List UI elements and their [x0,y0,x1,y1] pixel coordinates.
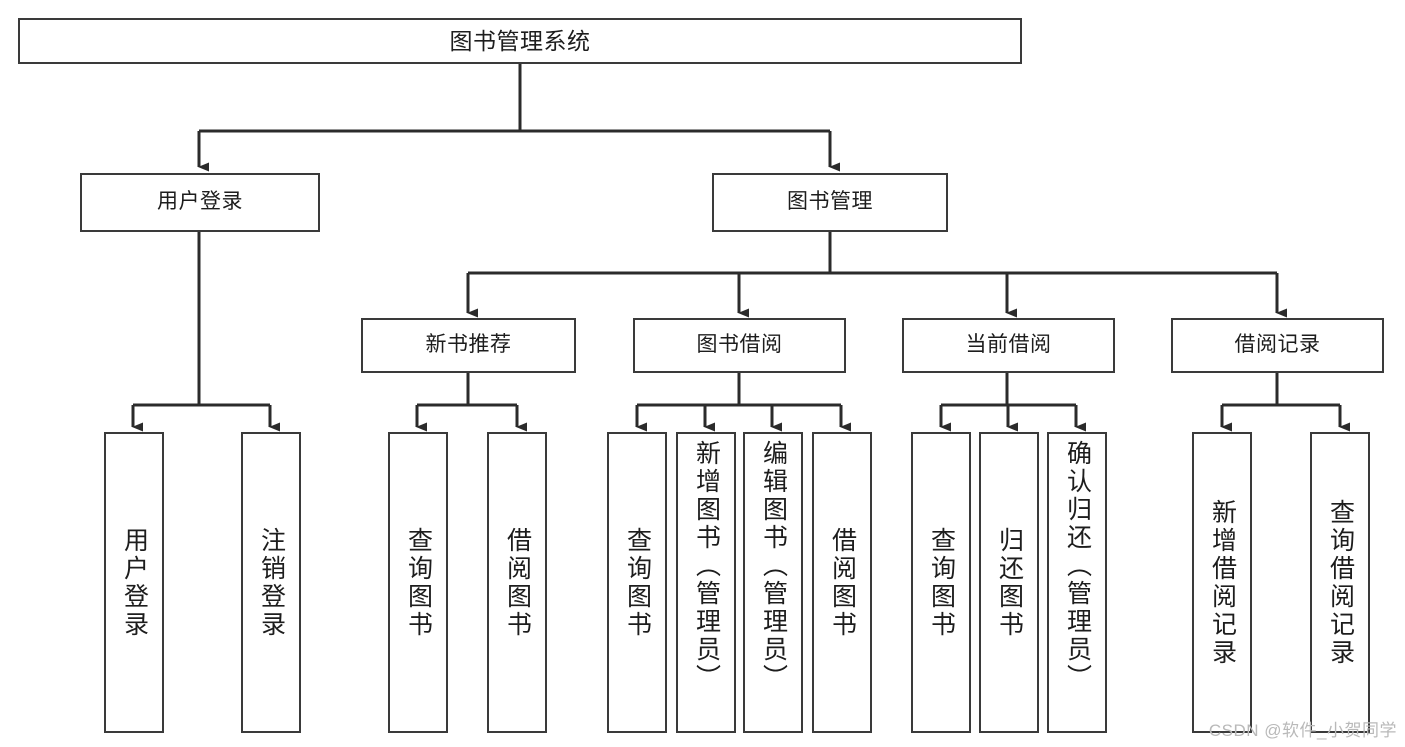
node-label: 图书管理系统 [449,27,591,54]
leaf-query-borrow-record[interactable]: 查询借阅记录 [1310,432,1370,733]
node-borrow-record[interactable]: 借阅记录 [1171,318,1384,373]
leaf-return-book[interactable]: 归还图书 [979,432,1039,733]
node-label: 查询借阅记录 [1326,498,1355,667]
leaf-add-borrow-record[interactable]: 新增借阅记录 [1192,432,1252,733]
node-label: 新增借阅记录 [1208,498,1237,667]
leaf-edit-book-admin[interactable]: 编辑图书（管理员） [743,432,803,733]
node-label: 确认归还（管理员） [1063,440,1092,692]
node-book-borrow[interactable]: 图书借阅 [633,318,846,373]
node-label: 归还图书 [995,526,1024,639]
leaf-borrow-book[interactable]: 借阅图书 [812,432,872,733]
leaf-logout[interactable]: 注销登录 [241,432,301,733]
node-label: 查询图书 [404,526,433,639]
node-label: 新增图书（管理员） [692,440,721,692]
node-root-system[interactable]: 图书管理系统 [18,18,1022,64]
node-user-login[interactable]: 用户登录 [80,173,320,232]
leaf-confirm-return-admin[interactable]: 确认归还（管理员） [1047,432,1107,733]
node-label: 查询图书 [623,526,652,639]
node-label: 用户登录 [120,526,149,639]
node-label: 查询图书 [927,526,956,639]
leaf-query-book-borrow[interactable]: 查询图书 [607,432,667,733]
node-new-book-recommend[interactable]: 新书推荐 [361,318,576,373]
node-label: 用户登录 [157,190,243,214]
leaf-add-book-admin[interactable]: 新增图书（管理员） [676,432,736,733]
node-label: 借阅图书 [503,526,532,639]
leaf-query-book-recommend[interactable]: 查询图书 [388,432,448,733]
node-current-borrow[interactable]: 当前借阅 [902,318,1115,373]
csdn-watermark: CSDN @软件_小贺同学 [1208,721,1397,740]
node-label: 借阅图书 [828,526,857,639]
node-book-management[interactable]: 图书管理 [712,173,948,232]
leaf-user-login[interactable]: 用户登录 [104,432,164,733]
node-label: 注销登录 [257,526,286,639]
node-label: 图书管理 [787,190,873,214]
node-label: 编辑图书（管理员） [759,440,788,692]
node-label: 借阅记录 [1234,333,1321,357]
leaf-query-book-current[interactable]: 查询图书 [911,432,971,733]
node-label: 当前借阅 [965,333,1052,357]
node-label: 新书推荐 [425,333,512,357]
leaf-borrow-book-recommend[interactable]: 借阅图书 [487,432,547,733]
node-label: 图书借阅 [696,333,783,357]
